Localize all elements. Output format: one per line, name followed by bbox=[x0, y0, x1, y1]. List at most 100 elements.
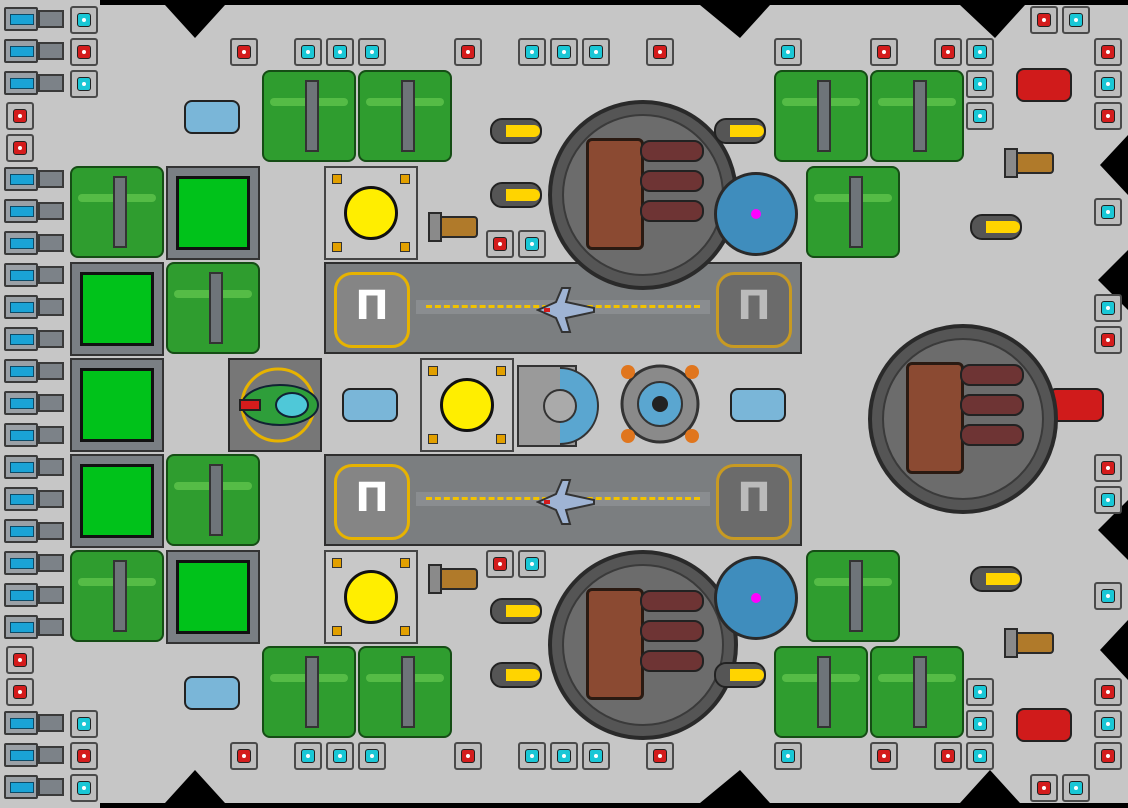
battery-icon[interactable] bbox=[4, 548, 66, 578]
fuel-tank-icon[interactable] bbox=[806, 550, 900, 642]
cannon-icon[interactable] bbox=[420, 204, 482, 250]
cyan-module-icon[interactable] bbox=[294, 38, 322, 66]
battery-icon[interactable] bbox=[4, 196, 66, 226]
targeting-module-icon[interactable] bbox=[614, 358, 708, 452]
battery-icon[interactable] bbox=[4, 388, 66, 418]
cyan-module-icon[interactable] bbox=[966, 710, 994, 738]
hangar-module[interactable] bbox=[70, 358, 164, 452]
cyan-module-icon[interactable] bbox=[1094, 198, 1122, 226]
cyan-module-icon[interactable] bbox=[518, 742, 546, 770]
fuel-tank-icon[interactable] bbox=[806, 166, 900, 258]
laser-gun-icon[interactable] bbox=[484, 172, 548, 218]
battery-icon[interactable] bbox=[4, 228, 66, 258]
sensor-dome-icon[interactable] bbox=[516, 358, 610, 452]
battery-icon[interactable] bbox=[4, 516, 66, 546]
cyan-module-icon[interactable] bbox=[326, 38, 354, 66]
fuel-tank-icon[interactable] bbox=[70, 550, 164, 642]
laser-gun-icon[interactable] bbox=[484, 108, 548, 154]
cyan-module-icon[interactable] bbox=[358, 742, 386, 770]
red-module-icon[interactable] bbox=[1030, 6, 1058, 34]
red-module-icon[interactable] bbox=[486, 550, 514, 578]
cyan-module-icon[interactable] bbox=[1094, 582, 1122, 610]
battery-icon[interactable] bbox=[4, 612, 66, 642]
red-module-icon[interactable] bbox=[6, 678, 34, 706]
cyan-module-icon[interactable] bbox=[774, 742, 802, 770]
cyan-module-icon[interactable] bbox=[1094, 294, 1122, 322]
cyan-module-icon[interactable] bbox=[518, 38, 546, 66]
battery-icon[interactable] bbox=[4, 708, 66, 738]
battery-icon[interactable] bbox=[4, 772, 66, 802]
laser-gun-icon[interactable] bbox=[964, 556, 1028, 602]
fuel-tank-icon[interactable] bbox=[262, 70, 356, 162]
runway-bottom[interactable]: Π Π bbox=[324, 454, 802, 546]
battery-icon[interactable] bbox=[4, 292, 66, 322]
cyan-module-icon[interactable] bbox=[70, 70, 98, 98]
red-module-icon[interactable] bbox=[6, 102, 34, 130]
cyan-module-icon[interactable] bbox=[966, 38, 994, 66]
laser-gun-icon[interactable] bbox=[964, 204, 1028, 250]
red-module-icon[interactable] bbox=[870, 38, 898, 66]
cyan-module-icon[interactable] bbox=[1062, 774, 1090, 802]
battery-icon[interactable] bbox=[4, 484, 66, 514]
red-module-icon[interactable] bbox=[934, 742, 962, 770]
hangar-module[interactable] bbox=[166, 550, 260, 644]
laser-gun-icon[interactable] bbox=[484, 588, 548, 634]
cannon-icon[interactable] bbox=[996, 140, 1058, 186]
cyan-module-icon[interactable] bbox=[582, 742, 610, 770]
battery-icon[interactable] bbox=[4, 580, 66, 610]
cyan-module-icon[interactable] bbox=[70, 6, 98, 34]
red-module-icon[interactable] bbox=[70, 742, 98, 770]
red-module-icon[interactable] bbox=[70, 38, 98, 66]
battery-icon[interactable] bbox=[4, 36, 66, 66]
battery-icon[interactable] bbox=[4, 740, 66, 770]
fuel-tank-icon[interactable] bbox=[166, 454, 260, 546]
cyan-module-icon[interactable] bbox=[1094, 710, 1122, 738]
reactor-icon[interactable] bbox=[324, 550, 418, 644]
red-module-icon[interactable] bbox=[6, 134, 34, 162]
battery-icon[interactable] bbox=[4, 68, 66, 98]
cyan-module-icon[interactable] bbox=[582, 38, 610, 66]
laser-gun-icon[interactable] bbox=[708, 108, 772, 154]
red-thruster-module[interactable] bbox=[998, 678, 1092, 772]
cyan-module-icon[interactable] bbox=[518, 550, 546, 578]
shield-generator-icon[interactable] bbox=[714, 172, 798, 256]
red-thruster-module[interactable] bbox=[998, 38, 1092, 132]
cyan-module-icon[interactable] bbox=[70, 774, 98, 802]
red-module-icon[interactable] bbox=[1094, 38, 1122, 66]
battery-icon[interactable] bbox=[4, 420, 66, 450]
heavy-turret-icon[interactable] bbox=[548, 550, 738, 740]
cyan-module-icon[interactable] bbox=[326, 742, 354, 770]
cannon-icon[interactable] bbox=[420, 556, 482, 602]
red-module-icon[interactable] bbox=[230, 38, 258, 66]
cyan-module-icon[interactable] bbox=[294, 742, 322, 770]
battery-icon[interactable] bbox=[4, 4, 66, 34]
cyan-module-icon[interactable] bbox=[966, 70, 994, 98]
fuel-tank-icon[interactable] bbox=[870, 646, 964, 738]
cyan-module-icon[interactable] bbox=[358, 38, 386, 66]
fuel-tank-icon[interactable] bbox=[358, 646, 452, 738]
heavy-turret-icon[interactable] bbox=[868, 324, 1058, 514]
battery-icon[interactable] bbox=[4, 356, 66, 386]
red-module-icon[interactable] bbox=[454, 38, 482, 66]
red-module-icon[interactable] bbox=[1094, 454, 1122, 482]
battery-icon[interactable] bbox=[4, 324, 66, 354]
fuel-tank-icon[interactable] bbox=[774, 646, 868, 738]
red-module-icon[interactable] bbox=[646, 742, 674, 770]
red-module-icon[interactable] bbox=[1094, 326, 1122, 354]
fuel-tank-icon[interactable] bbox=[870, 70, 964, 162]
cyan-module-icon[interactable] bbox=[550, 38, 578, 66]
red-module-icon[interactable] bbox=[230, 742, 258, 770]
fuel-tank-icon[interactable] bbox=[70, 166, 164, 258]
red-module-icon[interactable] bbox=[1094, 678, 1122, 706]
red-module-icon[interactable] bbox=[486, 230, 514, 258]
cyan-module-icon[interactable] bbox=[1094, 70, 1122, 98]
red-module-icon[interactable] bbox=[1094, 742, 1122, 770]
reactor-icon[interactable] bbox=[324, 166, 418, 260]
cyan-module-icon[interactable] bbox=[966, 102, 994, 130]
laser-gun-icon[interactable] bbox=[708, 652, 772, 698]
cyan-module-icon[interactable] bbox=[774, 38, 802, 66]
red-module-icon[interactable] bbox=[934, 38, 962, 66]
fuel-tank-icon[interactable] bbox=[166, 262, 260, 354]
runway-top[interactable]: Π Π bbox=[324, 262, 802, 354]
red-module-icon[interactable] bbox=[454, 742, 482, 770]
